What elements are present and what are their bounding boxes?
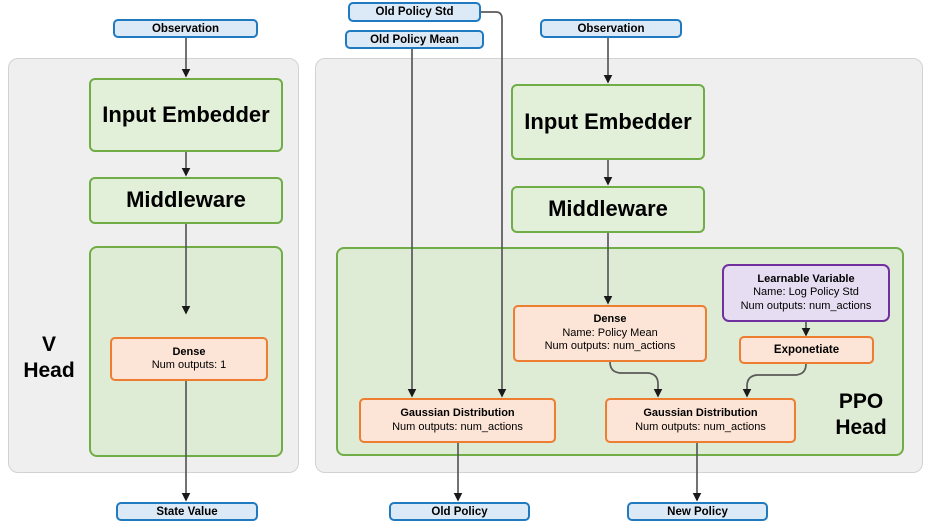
v-head-title-line2: Head bbox=[23, 359, 75, 383]
input-observation-right[interactable]: Observation bbox=[540, 19, 682, 38]
output-old-policy[interactable]: Old Policy bbox=[389, 502, 530, 521]
ppo-head-gaussian-new-outputs: Num outputs: num_actions bbox=[635, 420, 766, 433]
v-head-input-embedder[interactable]: Input Embedder bbox=[89, 78, 283, 152]
ppo-head-title: PPO Head bbox=[818, 389, 904, 442]
input-old-policy-std-label: Old Policy Std bbox=[375, 6, 454, 18]
output-new-policy-label: New Policy bbox=[667, 505, 728, 518]
ppo-head-dense-outputs: Num outputs: num_actions bbox=[544, 340, 676, 353]
ppo-head-title-line1: PPO bbox=[838, 390, 884, 413]
output-state-value-label: State Value bbox=[156, 505, 218, 518]
ppo-head-gaussian-new-title: Gaussian Distribution bbox=[643, 407, 758, 420]
ppo-head-gaussian-old[interactable]: Gaussian Distribution Num outputs: num_a… bbox=[359, 398, 556, 443]
input-observation-left[interactable]: Observation bbox=[113, 19, 258, 38]
v-head-dense[interactable]: Dense Num outputs: 1 bbox=[110, 337, 268, 381]
ppo-head-title-line2: Head bbox=[835, 416, 887, 440]
v-head-title-line1: V bbox=[41, 333, 56, 356]
ppo-head-exponentiate-label: Exponetiate bbox=[773, 343, 840, 356]
ppo-head-input-embedder[interactable]: Input Embedder bbox=[511, 84, 705, 160]
ppo-head-gaussian-old-title: Gaussian Distribution bbox=[400, 407, 515, 420]
input-old-policy-mean[interactable]: Old Policy Mean bbox=[345, 30, 484, 49]
v-head-middleware-label: Middleware bbox=[126, 187, 246, 213]
output-new-policy[interactable]: New Policy bbox=[627, 502, 768, 521]
input-observation-left-label: Observation bbox=[151, 22, 220, 35]
ppo-head-middleware[interactable]: Middleware bbox=[511, 186, 705, 233]
output-old-policy-label: Old Policy bbox=[431, 505, 488, 518]
input-old-policy-mean-label: Old Policy Mean bbox=[370, 33, 459, 46]
ppo-head-dense-policy-mean[interactable]: Dense Name: Policy Mean Num outputs: num… bbox=[513, 305, 707, 362]
output-state-value[interactable]: State Value bbox=[116, 502, 258, 521]
ppo-head-learnable-name: Name: Log Policy Std bbox=[753, 286, 859, 299]
v-head-title: V Head bbox=[14, 332, 84, 385]
ppo-head-learnable-variable[interactable]: Learnable Variable Name: Log Policy Std … bbox=[722, 264, 890, 322]
v-head-dense-title: Dense bbox=[172, 345, 206, 358]
ppo-head-dense-name: Name: Policy Mean bbox=[562, 326, 658, 339]
input-observation-right-label: Observation bbox=[577, 22, 645, 35]
input-old-policy-std[interactable]: Old Policy Std bbox=[348, 2, 481, 22]
v-head-input-embedder-label: Input Embedder bbox=[102, 101, 270, 127]
ppo-head-learnable-outputs: Num outputs: num_actions bbox=[740, 299, 872, 312]
ppo-head-gaussian-old-outputs: Num outputs: num_actions bbox=[392, 420, 523, 433]
ppo-head-learnable-title: Learnable Variable bbox=[757, 272, 855, 285]
ppo-head-dense-title: Dense bbox=[593, 313, 627, 326]
ppo-head-gaussian-new[interactable]: Gaussian Distribution Num outputs: num_a… bbox=[605, 398, 796, 443]
v-head-dense-outputs: Num outputs: 1 bbox=[151, 359, 227, 371]
ppo-head-input-embedder-label: Input Embedder bbox=[524, 108, 692, 134]
v-head-middleware[interactable]: Middleware bbox=[89, 177, 283, 224]
ppo-head-middleware-label: Middleware bbox=[548, 196, 668, 222]
ppo-head-exponentiate[interactable]: Exponetiate bbox=[739, 336, 874, 364]
